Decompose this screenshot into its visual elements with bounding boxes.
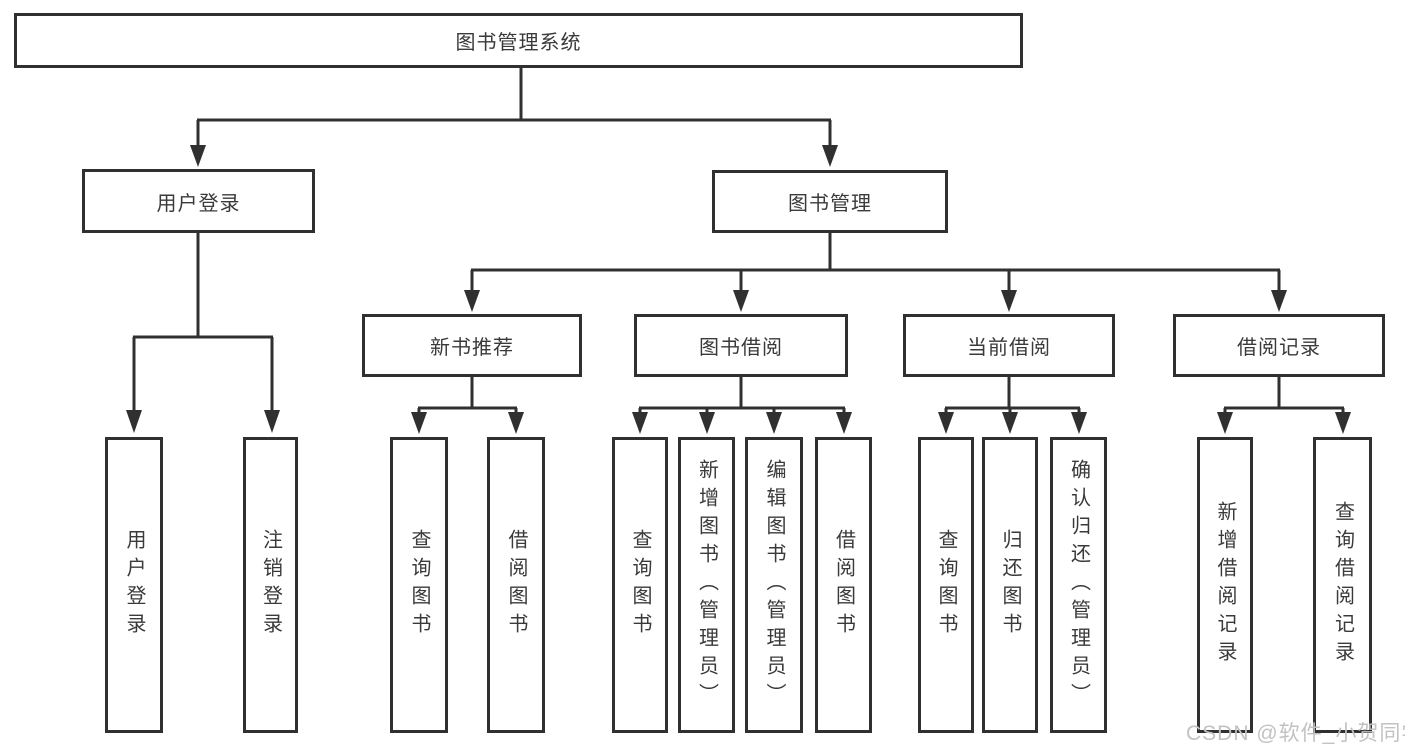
leaf-user-login: 用户登录 (105, 437, 163, 733)
node-user-login: 用户登录 (82, 169, 315, 233)
leaf-add-book-admin: 新增图书（管理员） (678, 437, 735, 733)
node-label: 图书借阅 (699, 337, 783, 359)
node-label: 借阅图书 (832, 529, 855, 641)
node-label: 借阅记录 (1237, 337, 1321, 359)
node-label: 编辑图书（管理员） (763, 459, 785, 711)
node-label: 确认归还（管理员） (1067, 459, 1090, 711)
node-label: 新增图书（管理员） (695, 459, 718, 711)
csdn-watermark: CSDN @软件_小贺同学 (1186, 722, 1405, 745)
node-book-borrowing: 图书借阅 (634, 314, 848, 377)
leaf-confirm-return-admin: 确认归还（管理员） (1050, 437, 1107, 733)
node-label: 查询图书 (935, 529, 957, 641)
node-library-system-root: 图书管理系统 (14, 13, 1023, 68)
node-label: 当前借阅 (967, 337, 1051, 359)
node-label: 用户登录 (156, 192, 241, 215)
node-borrowing-records: 借阅记录 (1173, 314, 1385, 377)
leaf-add-borrow-record: 新增借阅记录 (1197, 437, 1253, 733)
node-label: 用户登录 (123, 529, 145, 641)
node-label: 新增借阅记录 (1214, 501, 1236, 669)
node-new-book-recommend: 新书推荐 (362, 314, 582, 377)
node-label: 借阅图书 (505, 529, 527, 641)
node-current-borrowing: 当前借阅 (903, 314, 1115, 377)
node-book-management: 图书管理 (712, 170, 948, 233)
node-label: 查询借阅记录 (1331, 501, 1354, 669)
leaf-query-borrow-record: 查询借阅记录 (1313, 437, 1372, 733)
node-label: 图书管理系统 (455, 32, 582, 54)
leaf-logout-login: 注销登录 (243, 437, 298, 733)
node-label: 注销登录 (259, 529, 282, 641)
node-label: 查询图书 (408, 529, 430, 641)
leaf-query-books-current: 查询图书 (918, 437, 974, 733)
leaf-query-books-recommend: 查询图书 (390, 437, 448, 733)
leaf-edit-book-admin: 编辑图书（管理员） (745, 437, 803, 733)
leaf-return-books: 归还图书 (982, 437, 1038, 733)
node-label: 新书推荐 (430, 337, 514, 359)
node-label: 查询图书 (629, 529, 651, 641)
node-label: 图书管理 (788, 193, 872, 215)
node-label: 归还图书 (999, 529, 1021, 641)
leaf-borrow-books-recommend: 借阅图书 (487, 437, 545, 733)
leaf-query-books-borrowing: 查询图书 (612, 437, 668, 733)
leaf-borrow-books-borrowing: 借阅图书 (815, 437, 872, 733)
